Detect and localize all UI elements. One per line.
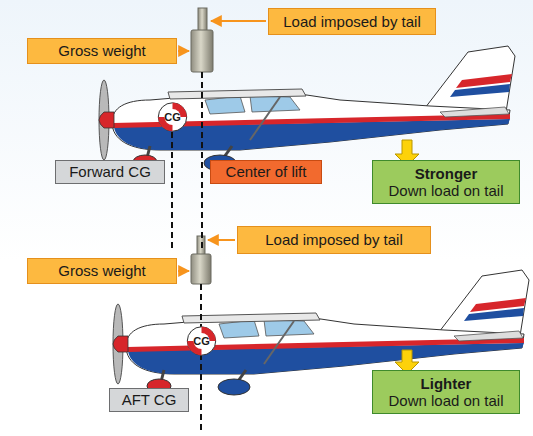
label-text: CG <box>193 335 210 348</box>
label-text: AFT CG <box>122 391 177 408</box>
label-text: Gross weight <box>58 42 146 59</box>
leader-arrow <box>208 239 235 241</box>
label-text: Down load on tail <box>388 182 503 199</box>
callout-box: AFT CG <box>109 388 189 412</box>
weight-cylinder <box>198 8 207 32</box>
label-text: Load imposed by tail <box>283 13 421 30</box>
label-text: Gross weight <box>58 262 146 279</box>
result-box: LighterDown load on tail <box>372 370 520 414</box>
cg-symbol: CG <box>157 102 188 132</box>
leader-arrow <box>178 50 189 52</box>
label-text: Down load on tail <box>388 392 503 409</box>
callout-box: Center of lift <box>210 160 322 184</box>
label-text: Forward CG <box>69 163 151 180</box>
cg-line <box>171 132 173 250</box>
lift-line <box>201 72 203 250</box>
label-text: Stronger <box>415 165 478 182</box>
leader-arrow <box>211 20 266 22</box>
label-text: Lighter <box>421 375 472 392</box>
callout-box: Forward CG <box>55 160 165 184</box>
label-text: Center of lift <box>226 163 307 180</box>
weight-cylinder <box>191 254 211 284</box>
leader-arrow <box>178 270 189 272</box>
label-text: CG <box>164 111 181 124</box>
airplane <box>113 270 529 395</box>
cg-symbol: CG <box>186 326 217 356</box>
result-box: StrongerDown load on tail <box>372 160 520 204</box>
callout-box: Gross weight <box>27 38 177 64</box>
callout-box: Load imposed by tail <box>268 8 436 35</box>
callout-box: Gross weight <box>27 258 177 284</box>
label-text: Load imposed by tail <box>265 231 403 248</box>
callout-box: Load imposed by tail <box>237 226 431 254</box>
lift-line <box>200 284 202 432</box>
airplane <box>99 46 515 171</box>
weight-cylinder <box>191 30 213 72</box>
